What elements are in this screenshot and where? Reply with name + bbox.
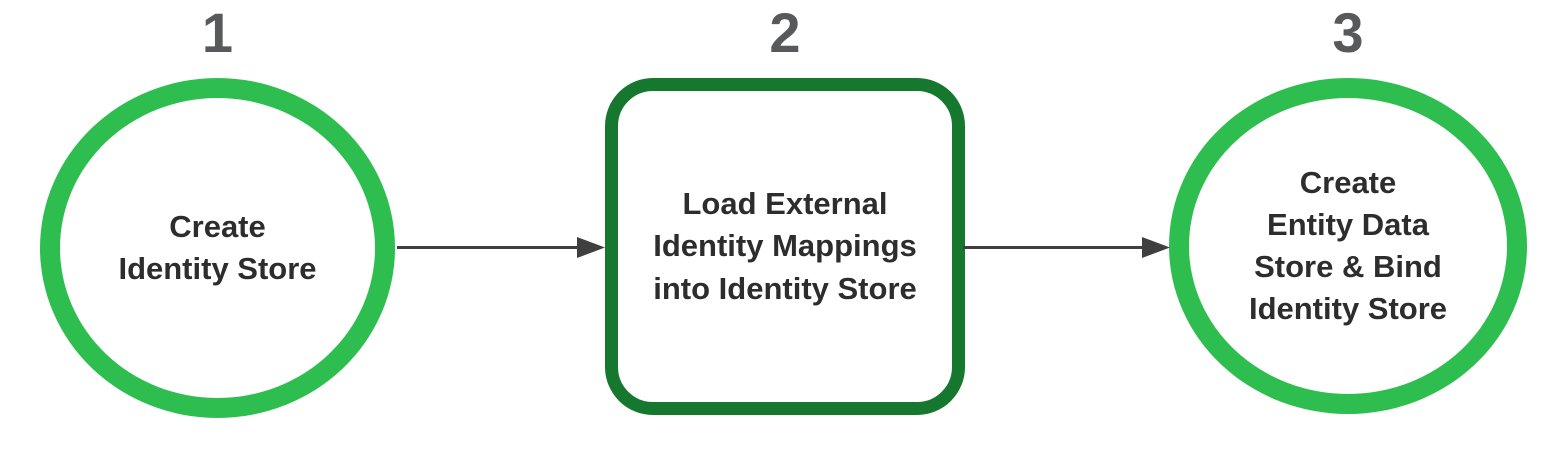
step-2-rounded-square: Load External Identity Mappings into Ide… xyxy=(605,78,965,415)
step-1-circle: Create Identity Store xyxy=(40,78,395,418)
step-2-label: Load External Identity Mappings into Ide… xyxy=(653,186,917,306)
step-1-label: Create Identity Store xyxy=(118,208,317,286)
step-3-number: 3 xyxy=(1332,1,1364,64)
arrow-step2-to-step3 xyxy=(963,237,1170,258)
step-3-circle: Create Entity Data Store & Bind Identity… xyxy=(1169,78,1527,414)
step-2-number: 2 xyxy=(769,1,801,64)
step-1-number: 1 xyxy=(201,1,234,64)
step-3-label: Create Entity Data Store & Bind Identity… xyxy=(1248,164,1448,327)
arrow-step1-to-step2 xyxy=(397,237,605,258)
